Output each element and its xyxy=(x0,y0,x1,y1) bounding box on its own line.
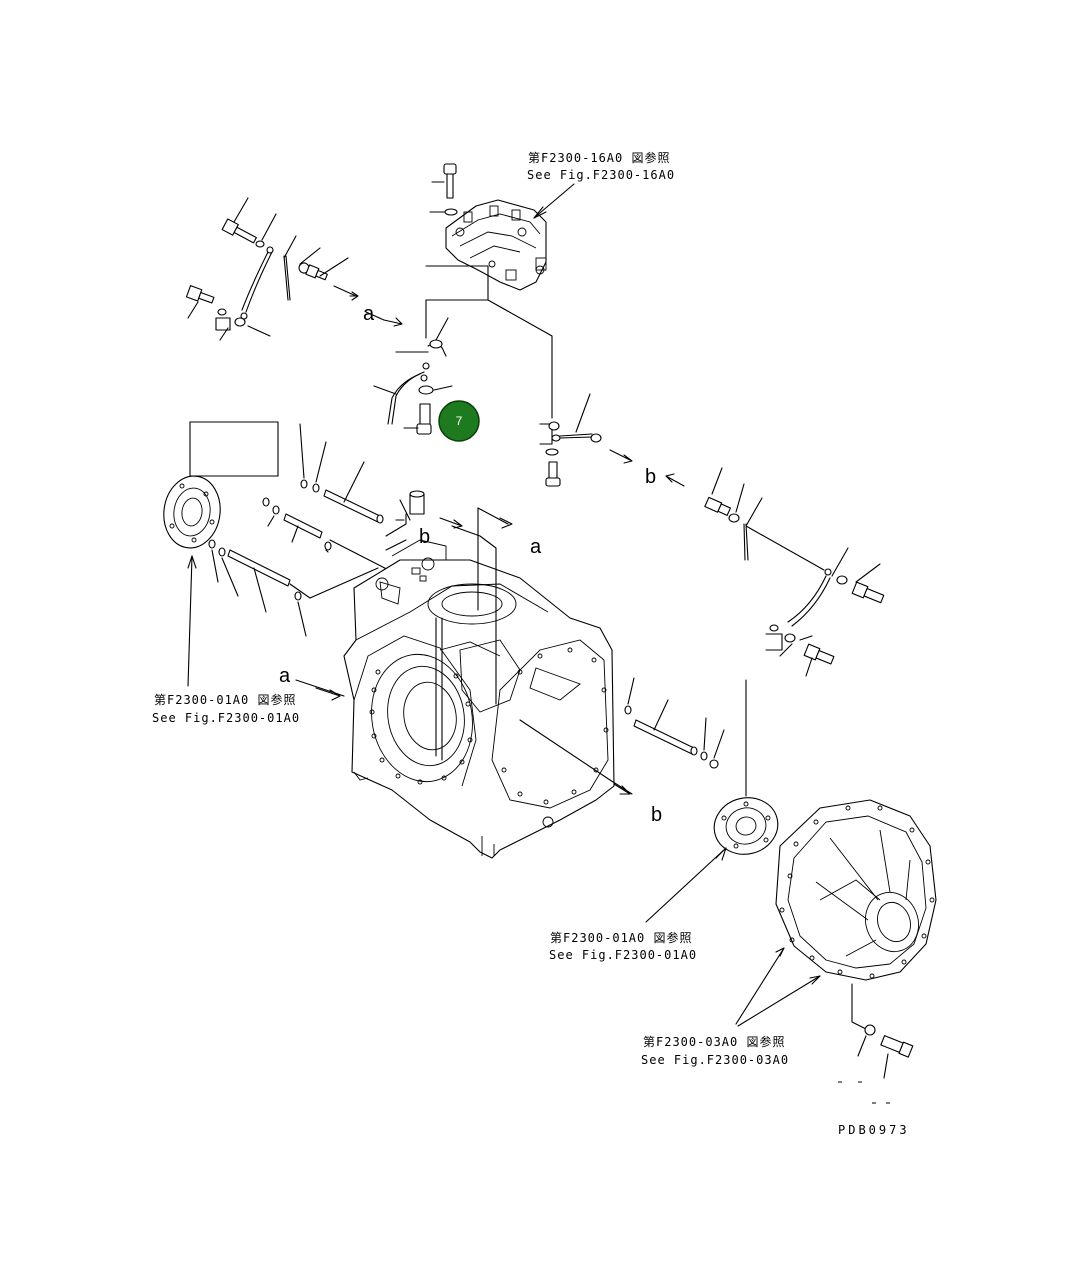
markers: a a a b b b xyxy=(279,303,662,826)
ref-top-en: See Fig.F2300-16A0 xyxy=(527,168,675,182)
marker-a-3: a xyxy=(279,665,291,687)
upper-right-fittings xyxy=(539,393,825,571)
marker-b-2: b xyxy=(419,526,430,548)
ref-mid-jp: 第F2300-01A0 図参照 xyxy=(550,930,692,945)
transmission-case xyxy=(343,539,615,859)
callout-badge[interactable]: 7 xyxy=(438,400,480,442)
ref-left-en: See Fig.F2300-01A0 xyxy=(152,711,300,725)
marker-b-1: b xyxy=(645,466,656,488)
ref-mid-en: See Fig.F2300-01A0 xyxy=(549,948,697,962)
dash-marks xyxy=(838,1081,890,1104)
marker-a-1: a xyxy=(363,303,375,325)
ref-bottom: 第F2300-03A0 図参照 See Fig.F2300-03A0 xyxy=(641,1034,789,1067)
control-valve-assembly xyxy=(445,183,575,291)
badge-number: 7 xyxy=(456,414,463,428)
upper-left-fittings xyxy=(185,197,359,341)
ref-mid: 第F2300-01A0 図参照 See Fig.F2300-01A0 xyxy=(549,930,697,962)
shaft-right xyxy=(624,677,725,769)
marker-b-3: b xyxy=(651,804,662,826)
ref-left: 第F2300-01A0 図参照 See Fig.F2300-01A0 xyxy=(152,692,300,725)
right-mid-fittings xyxy=(765,547,885,677)
right-flange-cover xyxy=(645,679,779,923)
left-flange-cover xyxy=(163,421,279,687)
badge-circle xyxy=(438,400,480,442)
marker-a-2: a xyxy=(530,536,542,558)
ref-bottom-jp: 第F2300-03A0 図参照 xyxy=(643,1034,785,1049)
ref-top-jp: 第F2300-16A0 図参照 xyxy=(528,150,670,165)
ref-bottom-en: See Fig.F2300-03A0 xyxy=(641,1053,789,1067)
drawing-code: PDB0973 xyxy=(838,1123,910,1137)
ref-top: 第F2300-16A0 図参照 See Fig.F2300-16A0 xyxy=(527,150,675,182)
ref-left-jp: 第F2300-01A0 図参照 xyxy=(154,692,296,707)
case-top-fittings xyxy=(385,490,513,761)
rear-housing xyxy=(735,799,937,1079)
valve-bolt xyxy=(429,163,458,216)
shafts-left xyxy=(208,423,409,637)
center-fittings xyxy=(365,311,453,435)
